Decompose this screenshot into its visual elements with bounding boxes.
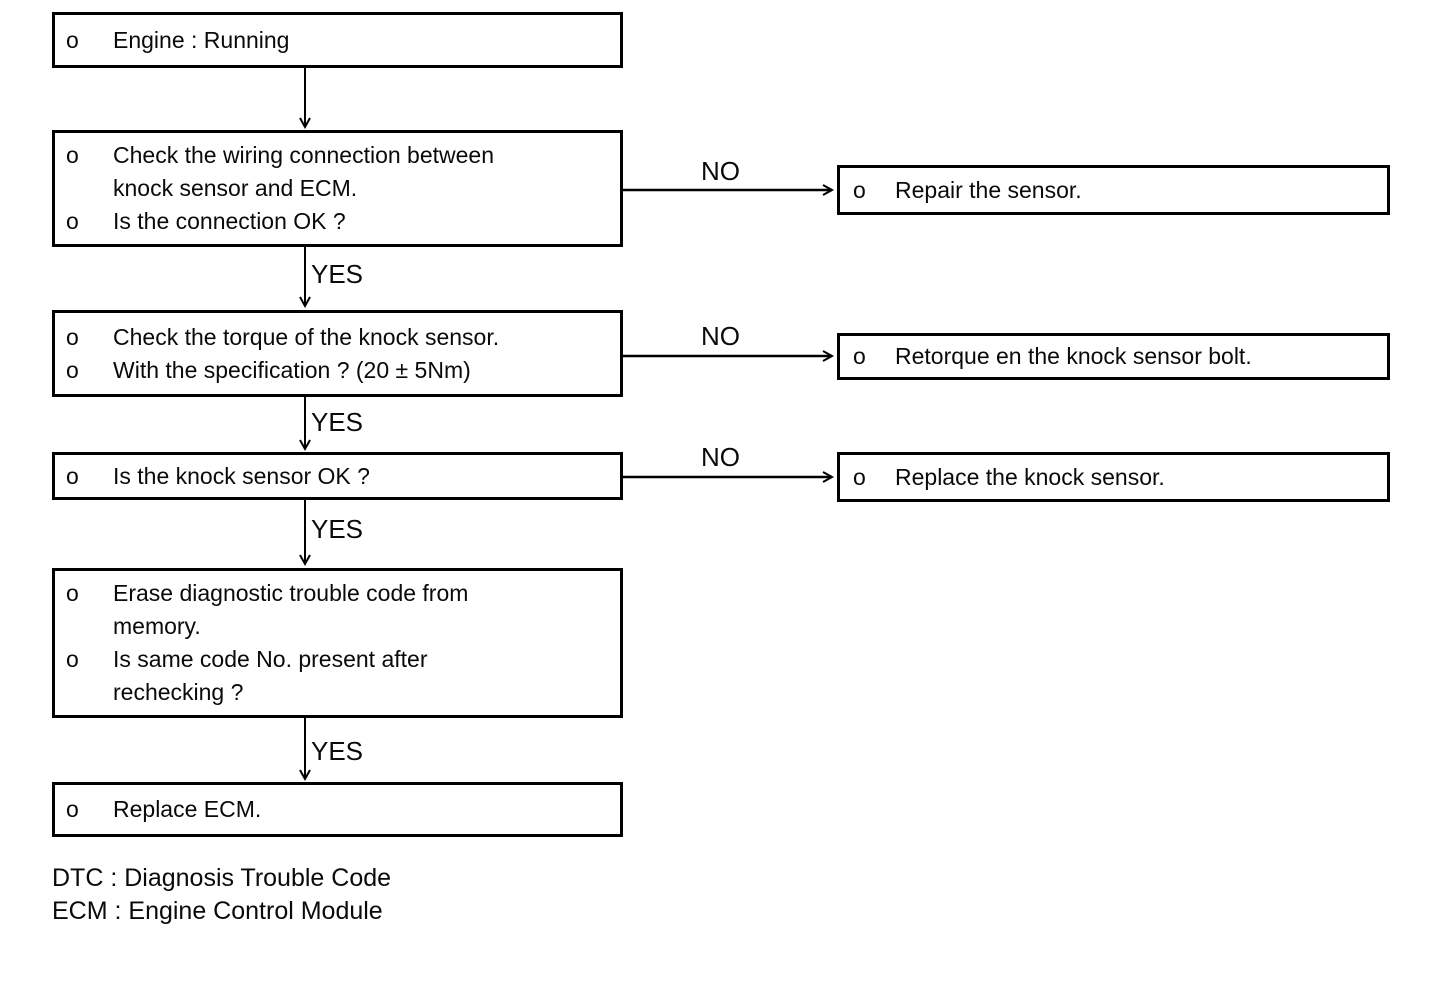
step-text: Check the torque of the knock sensor. [113,323,500,350]
step-box-check-torque: o Check the torque of the knock sensor. … [52,310,623,397]
step-text: Engine : Running [113,26,290,53]
label-yes-1: YES [311,259,364,289]
label-no-3: NO [701,442,740,472]
step-text: Check the wiring connection between knoc… [113,142,495,201]
footnote-dtc: DTC : Diagnosis Trouble Code [52,864,392,892]
bullet-row: o Erase diagnostic trouble code from mem… [55,577,620,643]
bullet-row: o Is the connection OK ? [55,205,620,238]
step-box-replace-ecm: o Replace ECM. [52,782,623,837]
label-no-1: NO [701,156,740,186]
bullet-row: o Is same code No. present after recheck… [55,643,620,709]
action-box-retorque-bolt: o Retorque en the knock sensor bolt. [837,333,1390,380]
action-text: Replace the knock sensor. [895,463,1165,490]
step-text: Is the knock sensor OK ? [113,462,370,489]
bullet-row: o Retorque en the knock sensor bolt. [840,340,1387,373]
action-text: Repair the sensor. [895,176,1082,203]
step-text: Erase diagnostic trouble code from memor… [113,580,469,639]
step-box-knock-sensor-ok: o Is the knock sensor OK ? [52,452,623,500]
bullet-marker: o [66,462,79,489]
step-box-engine-running: o Engine : Running [52,12,623,68]
bullet-marker: o [66,26,79,53]
bullet-marker: o [853,343,866,369]
footnote-ecm: ECM : Engine Control Module [52,897,383,925]
label-yes-4: YES [311,736,364,766]
bullet-marker: o [853,463,866,490]
action-text: Retorque en the knock sensor bolt. [895,343,1252,369]
bullet-marker: o [853,176,866,203]
bullet-marker: o [66,356,79,383]
action-box-replace-knock-sensor: o Replace the knock sensor. [837,452,1390,502]
bullet-marker: o [66,323,79,350]
label-yes-2: YES [311,407,364,437]
label-no-2: NO [701,321,740,351]
bullet-row: o Replace ECM. [55,793,620,826]
step-text: Is the connection OK ? [113,208,346,234]
bullet-row: o Replace the knock sensor. [840,461,1387,494]
bullet-row: o With the specification ? (20 ± 5Nm) [55,354,620,387]
footnotes: DTC : Diagnosis Trouble Code ECM : Engin… [52,862,391,928]
bullet-marker: o [66,646,79,672]
bullet-marker: o [66,796,79,822]
action-box-repair-sensor: o Repair the sensor. [837,165,1390,215]
bullet-row: o Is the knock sensor OK ? [55,460,620,493]
step-text: Is same code No. present after recheckin… [113,646,428,705]
step-text: Replace ECM. [113,796,262,822]
bullet-row: o Check the torque of the knock sensor. [55,321,620,354]
step-text: With the specification ? (20 ± 5Nm) [113,356,471,383]
bullet-marker: o [66,580,79,606]
step-box-check-wiring: o Check the wiring connection between kn… [52,130,623,247]
label-yes-3: YES [311,514,364,544]
step-box-erase-dtc: o Erase diagnostic trouble code from mem… [52,568,623,718]
bullet-row: o Check the wiring connection between kn… [55,139,620,205]
bullet-row: o Repair the sensor. [840,174,1387,207]
bullet-row: o Engine : Running [55,24,620,57]
bullet-marker: o [66,142,79,168]
bullet-marker: o [66,208,79,234]
